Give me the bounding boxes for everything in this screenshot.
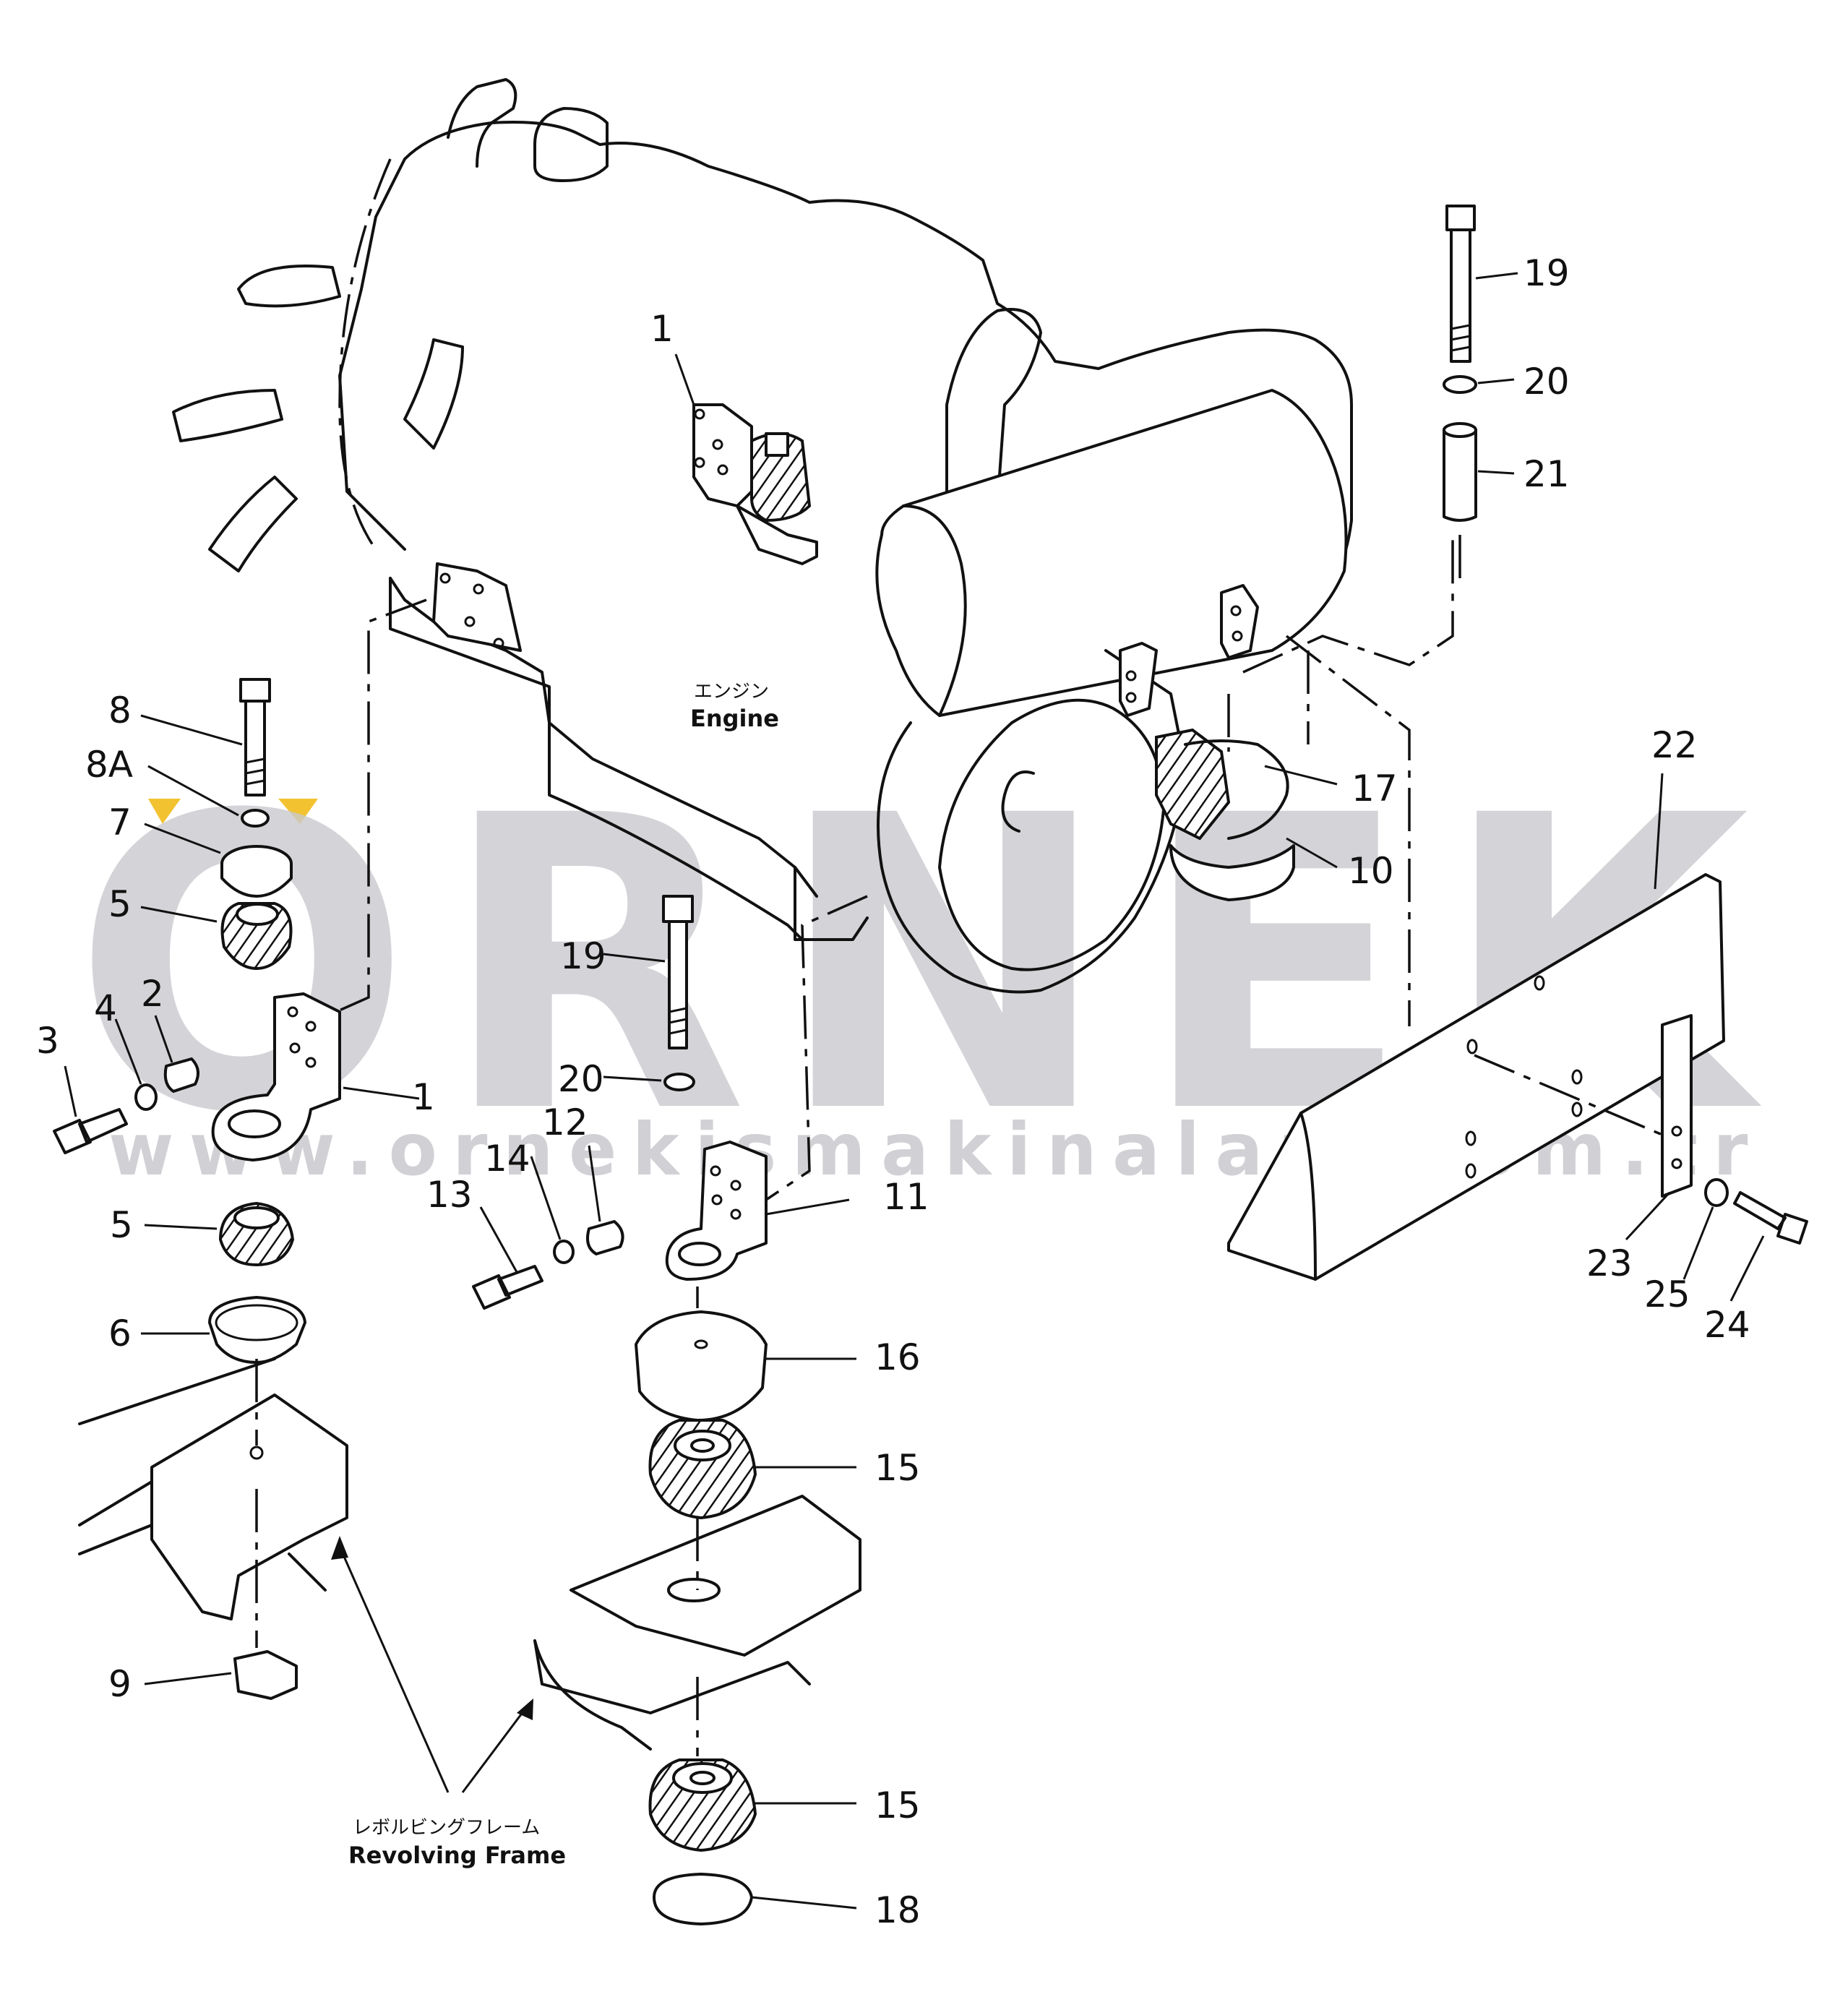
fan-blades <box>172 265 464 572</box>
callout-19-center: 19 <box>560 935 606 977</box>
callout-11: 11 <box>883 1176 929 1218</box>
front-right-mount-bracket <box>692 403 753 507</box>
engine-illustration <box>172 78 1454 1201</box>
right-upper-stack <box>1443 205 1477 578</box>
engine-label-jp: エンジン <box>694 681 769 703</box>
callout-21: 21 <box>1523 453 1570 495</box>
center-mount-stack <box>472 895 861 1925</box>
callout-1-bracket: 1 <box>412 1076 435 1118</box>
cap-16 <box>635 1310 768 1422</box>
engine-turbo-pipe <box>945 308 1042 507</box>
bolt-3 <box>53 1108 128 1154</box>
cushion-5-upper <box>220 902 293 971</box>
callout-25: 25 <box>1644 1274 1690 1315</box>
callout-4: 4 <box>94 987 117 1029</box>
frame-label-jp: レボルビングフレーム <box>353 1817 540 1839</box>
spacer-12 <box>586 1220 624 1255</box>
callout-20-right: 20 <box>1523 361 1570 403</box>
arrow-head-frame-left <box>331 1536 348 1560</box>
cushion-5-lower <box>218 1201 295 1267</box>
bolt-19-right <box>1445 205 1476 363</box>
lockwasher-8A <box>241 809 270 828</box>
washer-14 <box>553 1240 575 1264</box>
callout-1-engine: 1 <box>650 308 674 350</box>
callout-7: 7 <box>108 802 132 843</box>
engine-block-outline <box>338 121 1353 898</box>
plate-22-assembly <box>1227 873 1808 1281</box>
callout-15-upper: 15 <box>874 1447 921 1489</box>
callout-23: 23 <box>1586 1242 1633 1284</box>
bolt-8 <box>239 678 271 796</box>
bolt-24 <box>1733 1191 1808 1245</box>
washer-25 <box>1704 1178 1729 1207</box>
arrow-head-frame-center <box>517 1698 533 1720</box>
spacer-2 <box>163 1057 199 1093</box>
callout-16: 16 <box>874 1336 921 1378</box>
phantom-line-right <box>1227 535 1454 1026</box>
callout-8A: 8A <box>85 744 133 786</box>
callout-24: 24 <box>1704 1304 1750 1346</box>
frame-label-en: Revolving Frame <box>348 1842 566 1869</box>
rear-mount-bracket-right <box>1220 584 1259 659</box>
washer-4 <box>134 1083 158 1111</box>
revolving-frame-mount-left <box>150 1393 348 1620</box>
engine-label-en: Engine <box>690 705 779 732</box>
callout-20-center: 20 <box>558 1058 604 1100</box>
callout-8: 8 <box>108 690 132 731</box>
engine-exhaust-stack <box>447 78 517 168</box>
engine-oil-pan <box>389 577 818 941</box>
watermark-accent-right <box>278 799 318 824</box>
washer-20-center <box>663 1073 695 1091</box>
callout-12: 12 <box>542 1101 588 1143</box>
bolt-13 <box>472 1265 543 1310</box>
washer-20-right <box>1443 375 1477 394</box>
front-left-mount-plate <box>432 562 522 652</box>
callout-15-lower: 15 <box>874 1785 921 1826</box>
rear-mount-assembly <box>1155 728 1231 841</box>
phantom-line-center <box>765 895 868 1201</box>
cushion-15-lower <box>648 1758 757 1852</box>
watermark-accent-left <box>148 799 181 824</box>
engine-valve-cover <box>533 107 609 182</box>
collar-21 <box>1443 425 1477 522</box>
nut-9 <box>233 1650 298 1700</box>
watermark: ORNEK www.ornekismakinalari.com.tr <box>72 731 1749 1202</box>
phantom-line-left <box>303 598 427 1028</box>
callout-18: 18 <box>874 1889 921 1931</box>
rear-mount-bracket-left <box>1119 642 1158 717</box>
plate-22 <box>1227 873 1725 1281</box>
callout-14: 14 <box>484 1138 530 1180</box>
leader-lines <box>64 272 1765 1910</box>
callout-10: 10 <box>1348 850 1394 892</box>
callout-22: 22 <box>1651 724 1698 766</box>
callout-2: 2 <box>141 973 164 1015</box>
flywheel-housing <box>877 649 1187 994</box>
callout-9: 9 <box>108 1663 132 1705</box>
cushion-15-upper <box>648 1419 757 1520</box>
callout-5-lower: 5 <box>110 1204 133 1246</box>
text-labels: エンジン Engine レボルビングフレーム Revolving Frame <box>348 681 779 1869</box>
left-mount-stack <box>53 678 348 1700</box>
callout-3: 3 <box>36 1020 59 1062</box>
revolving-frame-mount-center <box>570 1495 861 1657</box>
strip-23 <box>1661 1014 1693 1198</box>
callout-5-upper: 5 <box>108 883 132 925</box>
callout-17: 17 <box>1351 768 1398 809</box>
bolt-19-center <box>662 895 694 1049</box>
callout-19-right: 19 <box>1523 252 1570 294</box>
plate-18 <box>653 1873 753 1925</box>
cup-6 <box>208 1296 306 1364</box>
callout-numbers: 1 8 8A 7 5 4 2 3 1 5 6 9 19 20 12 14 13 … <box>36 252 1750 1931</box>
callout-13: 13 <box>426 1174 473 1216</box>
callout-6: 6 <box>108 1313 132 1354</box>
